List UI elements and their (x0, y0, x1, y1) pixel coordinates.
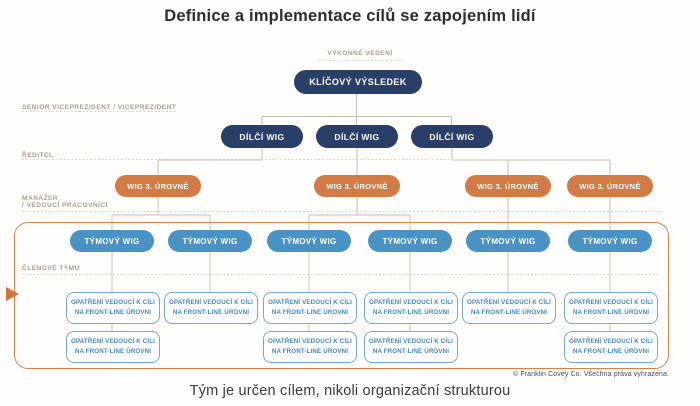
box-team-wig-1: TÝMOVÝ WIG (70, 230, 154, 252)
box-team-wig-4: TÝMOVÝ WIG (368, 230, 452, 252)
box-frontline-r1c4: OPATŘENÍ VEDOUCÍ K CÍLI NA FRONT-LINE ÚR… (364, 292, 458, 324)
row-label-senior-vp: SENIOR VICEPREZIDENT / VICEPREZIDENT (22, 104, 177, 111)
box-frontline-r2c6: OPATŘENÍ VEDOUCÍ K CÍLI NA FRONT-LINE ÚR… (564, 331, 658, 363)
box-frontline-r2c3: OPATŘENÍ VEDOUCÍ K CÍLI NA FRONT-LINE ÚR… (263, 331, 357, 363)
box-frontline-r1c6: OPATŘENÍ VEDOUCÍ K CÍLI NA FRONT-LINE ÚR… (564, 292, 658, 324)
frontline-text-line1: OPATŘENÍ VEDOUCÍ K CÍLI (466, 299, 551, 307)
row-label-manager-line2: / VEDOUCÍ PRACOVNÍCI (22, 202, 108, 210)
box-wig3-4: WIG 3. ÚROVNĚ (567, 175, 653, 197)
footer-caption: Tým je určen cílem, nikoli organizační s… (189, 383, 511, 399)
frontline-text-line1: OPATŘENÍ VEDOUCÍ K CÍLI (168, 299, 253, 307)
box-team-wig-3: TÝMOVÝ WIG (267, 230, 351, 252)
frontline-text-line1: OPATŘENÍ VEDOUCÍ K CÍLI (368, 299, 453, 307)
team-section-arrow-icon (6, 287, 19, 301)
box-team-wig-6: TÝMOVÝ WIG (568, 230, 652, 252)
row-label-manager-line1: MANAŽER (22, 195, 59, 202)
page-title: Definice a implementace cílů se zapojení… (164, 7, 536, 25)
box-key-result: KLÍČOVÝ VÝSLEDEK (294, 70, 422, 94)
frontline-text-line1: OPATŘENÍ VEDOUCÍ K CÍLI (368, 338, 453, 346)
copyright-text: © Franklin Covey Co. Všechna práva vyhra… (513, 371, 669, 378)
frontline-text-line2: NA FRONT-LINE ÚROVNI (572, 309, 650, 316)
frontline-text-line2: NA FRONT-LINE ÚROVNI (572, 348, 650, 355)
frontline-text-line1: OPATŘENÍ VEDOUCÍ K CÍLI (267, 299, 352, 307)
row-label-executive: VÝKONNÉ VEDENÍ (327, 50, 393, 57)
box-frontline-r1c1: OPATŘENÍ VEDOUCÍ K CÍLI NA FRONT-LINE ÚR… (66, 292, 160, 324)
frontline-text-line2: NA FRONT-LINE ÚROVNI (372, 348, 450, 355)
box-frontline-r1c3: OPATŘENÍ VEDOUCÍ K CÍLI NA FRONT-LINE ÚR… (263, 292, 357, 324)
box-team-wig-2: TÝMOVÝ WIG (168, 230, 252, 252)
box-sub-wig-3: DÍLČÍ WIG (411, 125, 493, 148)
frontline-text-line2: NA FRONT-LINE ÚROVNI (271, 309, 349, 316)
row-label-team-members: ČLENOVÉ TÝMU (22, 265, 80, 272)
box-wig3-1: WIG 3. ÚROVNĚ (115, 175, 201, 197)
box-wig3-2: WIG 3. ÚROVNĚ (314, 175, 400, 197)
box-frontline-r1c2: OPATŘENÍ VEDOUCÍ K CÍLI NA FRONT-LINE ÚR… (164, 292, 258, 324)
box-frontline-r2c1: OPATŘENÍ VEDOUCÍ K CÍLI NA FRONT-LINE ÚR… (66, 331, 160, 363)
frontline-text-line1: OPATŘENÍ VEDOUCÍ K CÍLI (267, 338, 352, 346)
frontline-text-line1: OPATŘENÍ VEDOUCÍ K CÍLI (70, 299, 155, 307)
box-frontline-r1c5: OPATŘENÍ VEDOUCÍ K CÍLI NA FRONT-LINE ÚR… (462, 292, 556, 324)
frontline-text-line1: OPATŘENÍ VEDOUCÍ K CÍLI (568, 338, 653, 346)
frontline-text-line2: NA FRONT-LINE ÚROVNI (74, 309, 152, 316)
row-label-director: ŘEDITEL (22, 152, 54, 159)
box-sub-wig-2: DÍLČÍ WIG (316, 125, 398, 148)
frontline-text-line2: NA FRONT-LINE ÚROVNI (470, 309, 548, 316)
box-wig3-3: WIG 3. ÚROVNĚ (465, 175, 551, 197)
box-team-wig-5: TÝMOVÝ WIG (466, 230, 550, 252)
row-label-manager: MANAŽER / VEDOUCÍ PRACOVNÍCI (22, 195, 108, 210)
box-sub-wig-1: DÍLČÍ WIG (221, 125, 303, 148)
frontline-text-line2: NA FRONT-LINE ÚROVNI (271, 348, 349, 355)
frontline-text-line2: NA FRONT-LINE ÚROVNI (172, 309, 250, 316)
frontline-text-line2: NA FRONT-LINE ÚROVNI (372, 309, 450, 316)
frontline-text-line1: OPATŘENÍ VEDOUCÍ K CÍLI (70, 338, 155, 346)
frontline-text-line1: OPATŘENÍ VEDOUCÍ K CÍLI (568, 299, 653, 307)
frontline-text-line2: NA FRONT-LINE ÚROVNI (74, 348, 152, 355)
box-frontline-r2c4: OPATŘENÍ VEDOUCÍ K CÍLI NA FRONT-LINE ÚR… (364, 331, 458, 363)
